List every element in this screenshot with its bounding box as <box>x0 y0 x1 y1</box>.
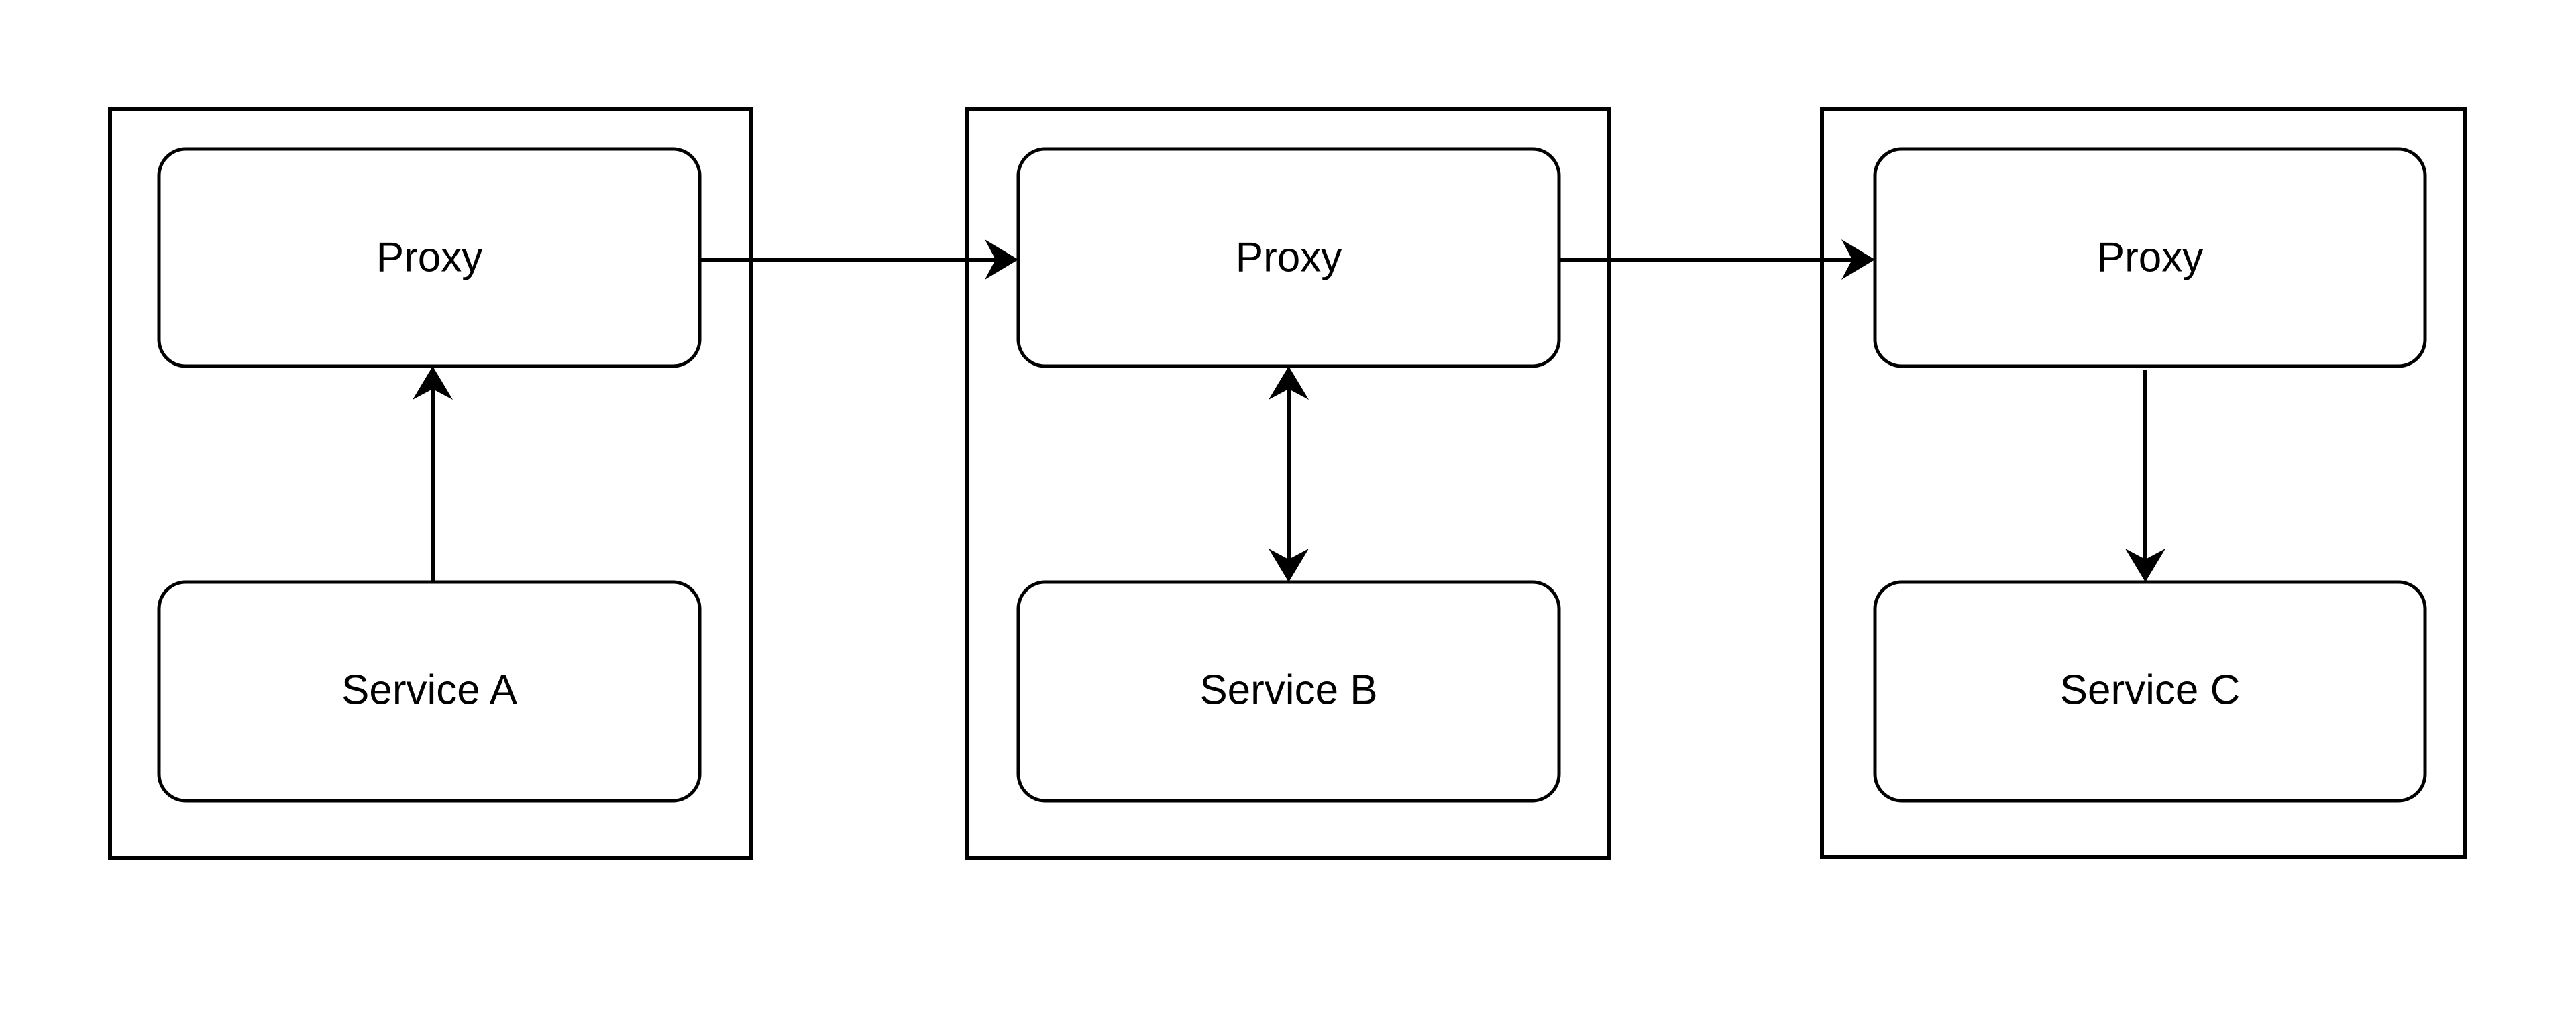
group-c[interactable]: Proxy Service C <box>1820 107 2467 859</box>
proxy-b-label: Proxy <box>1236 234 1342 280</box>
proxy-c-box[interactable] <box>1873 147 2427 368</box>
arrow-head-down-icon <box>2125 549 2165 582</box>
node-service-b[interactable]: Service B <box>1016 580 1561 803</box>
service-c-label: Service C <box>2060 667 2241 713</box>
node-service-c[interactable]: Service C <box>1873 580 2427 803</box>
service-a-label: Service A <box>341 667 518 713</box>
arrow-head-right-icon <box>1841 239 1875 280</box>
group-a[interactable]: Proxy Service A <box>108 107 753 860</box>
service-a-box[interactable] <box>157 580 702 803</box>
node-proxy-a[interactable]: Proxy <box>157 147 702 368</box>
edge-proxy-a-to-proxy-b <box>700 239 1018 280</box>
proxy-a-label: Proxy <box>376 234 482 280</box>
group-b[interactable]: Proxy Service B <box>965 107 1611 860</box>
service-c-box[interactable] <box>1873 580 2427 803</box>
arrow-head-down-icon <box>1269 549 1309 582</box>
node-service-a[interactable]: Service A <box>157 580 702 803</box>
edge-proxy-b-to-proxy-c <box>1559 239 1875 280</box>
proxy-c-label: Proxy <box>2097 234 2203 280</box>
arrow-head-up-icon <box>413 366 453 400</box>
node-proxy-c[interactable]: Proxy <box>1873 147 2427 368</box>
edge-proxy-c-to-service-c <box>2125 370 2165 582</box>
edge-proxy-b-service-b <box>1269 366 1309 582</box>
service-b-label: Service B <box>1199 667 1377 713</box>
node-proxy-b[interactable]: Proxy <box>1016 147 1561 368</box>
arrow-head-right-icon <box>985 239 1018 280</box>
edge-service-a-to-proxy-a <box>413 366 453 582</box>
arrow-head-up-icon <box>1269 366 1309 400</box>
